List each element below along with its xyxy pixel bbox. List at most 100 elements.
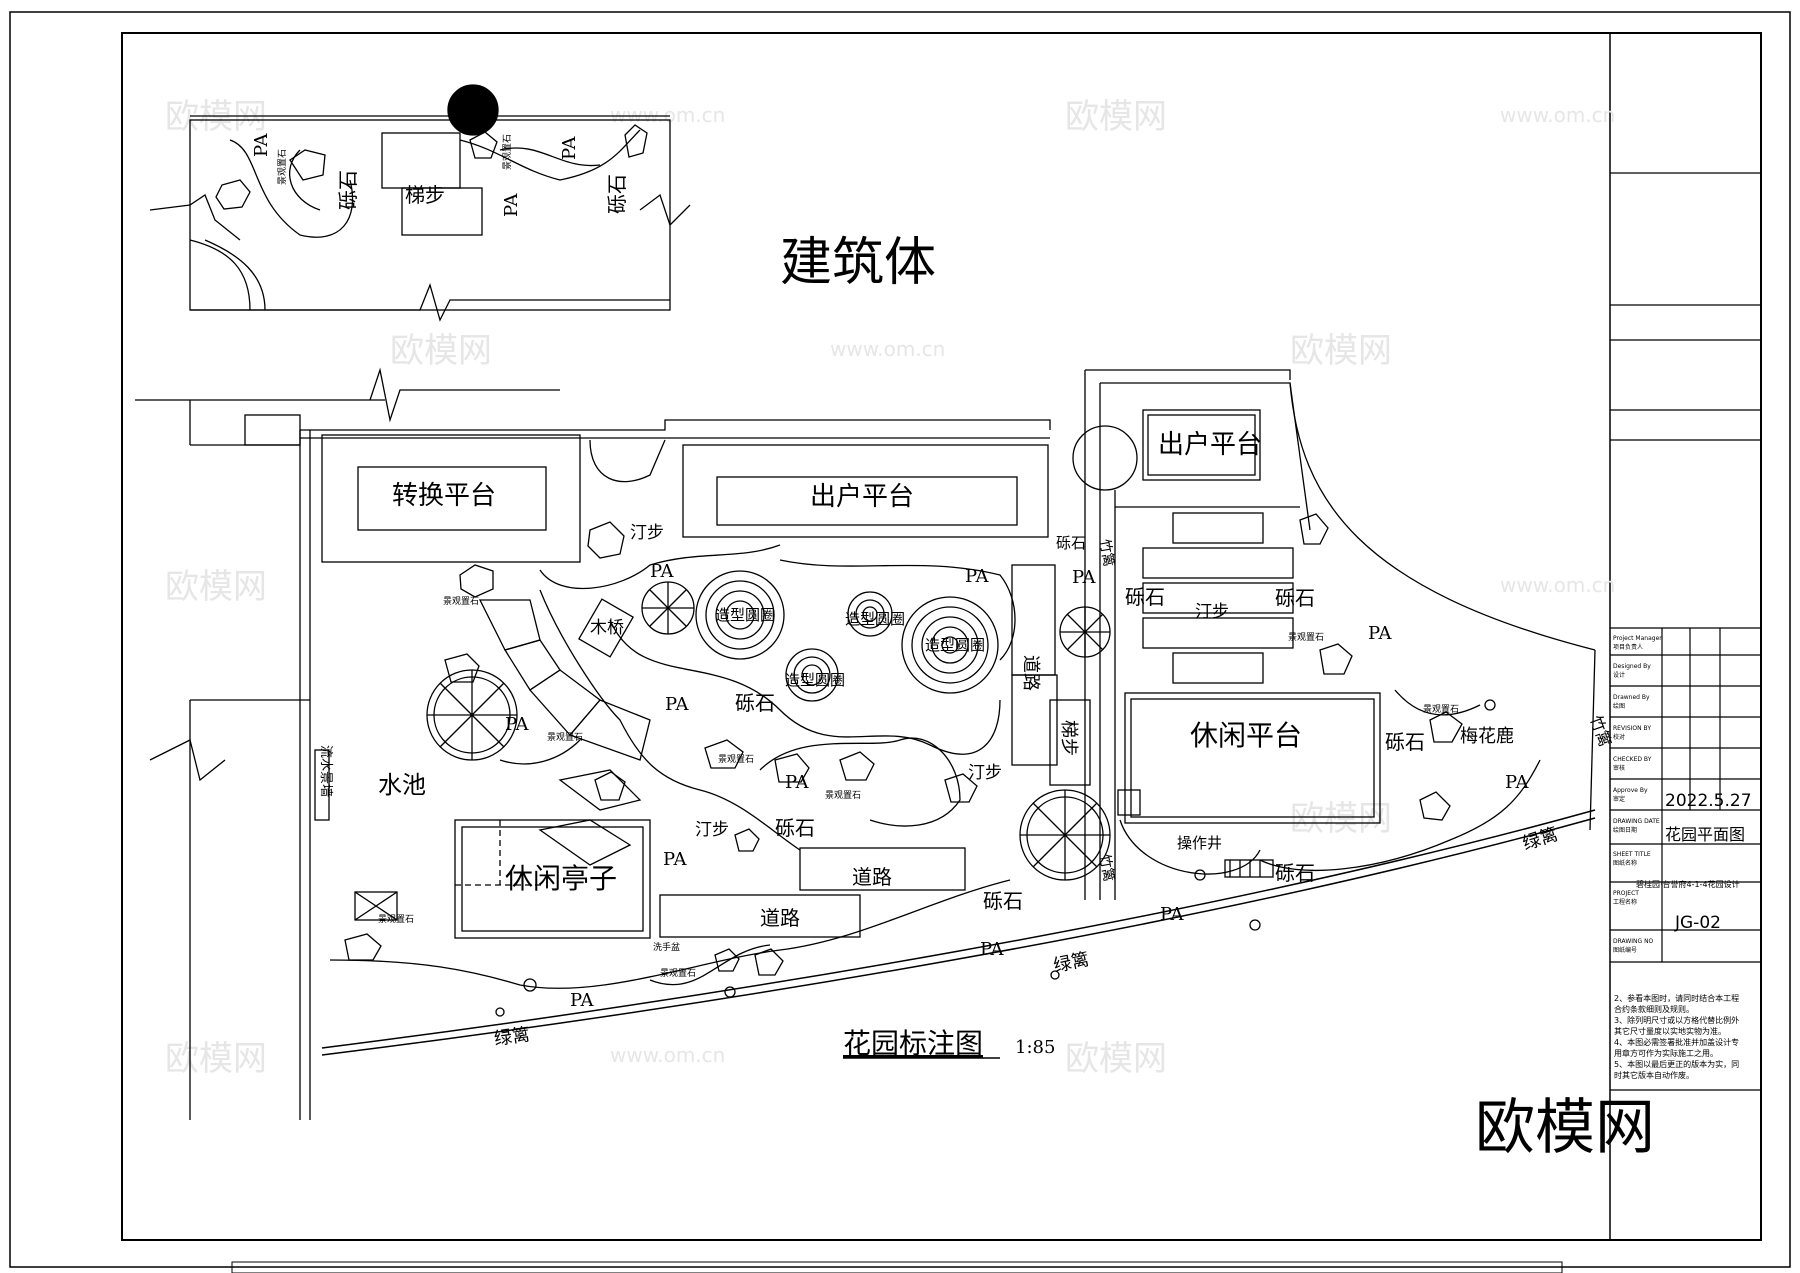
watermark-brand-7: 欧模网 [165,1039,267,1079]
watermark-brand-6: 欧模网 [1290,799,1392,839]
label-gravel-upper-1: 砾石 [336,170,360,210]
watermark-brand-4: 欧模网 [1290,331,1392,371]
tb-approved-cn: 审定 [1613,795,1625,803]
label-pa-3: PA [1072,567,1096,588]
label-feature-rock-upper-1: 景观置石 [277,149,288,185]
tb-designed-en: Designed By [1613,663,1651,670]
tb-drawing-no-cn: 图纸编号 [1613,946,1637,954]
tb-sheet-title-en: SHEET TITLE [1613,851,1651,858]
label-gravel-2: 砾石 [775,816,815,840]
label-shaped-circle-2: 造型圆圈 [845,610,905,628]
label-gravel-1: 砾石 [735,691,775,715]
note-line-7: 5、本图以最后更正的版本为实，同 [1614,1059,1739,1069]
tb-drawing-no-value: JG-02 [1674,913,1721,933]
tb-revision-en: REVISION BY [1613,725,1651,732]
brand-logo: 欧模网 [1475,1093,1655,1163]
label-operation-well: 操作井 [1177,834,1222,852]
umbrella-tree-1 [426,669,518,761]
upper-garden-outline [189,119,671,311]
wood-bridge [578,598,634,658]
label-gravel-6: 砾石 [1385,730,1425,754]
label-bamboo-lower: 竹篱 [1096,853,1117,883]
tb-project-manager-cn: 项目负责人 [1613,643,1643,651]
road-block-1 [799,847,966,891]
label-shaped-circle-4: 造型圆圈 [925,636,985,654]
leisure-pavilion [454,819,651,939]
note-line-4: 其它尺寸量度以实地实物为准。 [1614,1026,1726,1036]
tb-date-en: DRAWING DATE [1613,818,1660,825]
tb-drawn-en: Drawned By [1613,694,1650,701]
watermark-brand-5: 欧模网 [165,567,267,607]
label-pa-10: PA [570,990,594,1011]
label-road-2: 道路 [760,906,800,930]
label-gravel-8: 砾石 [1056,534,1086,552]
water-wall [314,749,330,821]
label-feature-rock-6: 景观置石 [660,968,696,979]
label-hedge-1: 绿篱 [493,1024,532,1050]
label-feature-rock-5: 景观置石 [378,914,414,925]
umbrella-tree-4 [1019,789,1111,881]
label-wash-basin: 洗手盆 [653,941,680,953]
label-stairs-main: 梯步 [1058,720,1079,756]
label-road-1: 道路 [852,865,892,889]
label-pa-9: PA [1160,904,1184,925]
shaped-circle-4 [901,596,999,694]
label-feature-rock-upper-2: 景观置石 [502,134,513,170]
label-transfer-platform: 转换平台 [392,481,496,511]
label-feature-rock-4: 景观置石 [825,790,861,801]
umbrella-tree-3 [1059,606,1111,658]
shaped-circle-3 [785,648,839,702]
exit-platform-main [682,444,1049,538]
label-pa-4: PA [665,694,689,715]
note-line-2: 合约条款细则及规则。 [1614,1004,1694,1014]
umbrella-tree-2 [641,581,695,635]
label-pa-6: PA [785,772,809,793]
leisure-platform [1124,692,1381,824]
building-label: 建筑体 [780,233,936,293]
tree-marker [447,84,499,136]
label-stairs-upper: 梯步 [405,183,445,207]
main-garden-plan [135,367,1596,1120]
label-road-vertical: 道路 [1020,655,1041,691]
tb-checked-en: CHECKED BY [1613,756,1652,763]
watermark-domain-5: www.om.cn [610,1043,725,1067]
label-shaped-circle-1: 造型圆圈 [715,606,775,624]
plan-title: 花园标注图 [843,1027,983,1060]
label-water-wall: 流水景墙 [318,745,333,797]
label-pa-12: PA [1505,772,1529,793]
tb-project-manager-en: Project Manager [1613,635,1662,642]
road-block-2 [659,894,861,938]
tb-drawn-cn: 绘图 [1613,702,1625,710]
label-feature-rock-3: 景观置石 [718,754,754,765]
note-line-3: 3、除列明尺寸或以方格代替比例外 [1614,1015,1739,1025]
label-pa-8: PA [980,939,1004,960]
label-hedge-2: 绿篱 [1052,949,1092,977]
label-pa-2: PA [965,566,989,587]
label-feature-rock-1: 景观置石 [443,596,479,607]
title-block-text: Project Manager 项目负责人 Designed By 设计 Dra… [1613,635,1752,1080]
upper-garden-labels: PA 砾石 梯步 PA PA 砾石 景观置石 景观置石 [251,133,629,217]
tb-date-cn: 绘图日期 [1613,826,1637,834]
note-line-5: 4、本图必需签署批准并加盖设计专 [1614,1037,1739,1047]
note-line-8: 时其它版本自动作废。 [1614,1070,1694,1080]
label-pa-7: PA [663,849,687,870]
label-deer: 梅花鹿 [1460,726,1514,747]
upper-stairs [381,132,461,189]
label-pa-1: PA [650,561,674,582]
label-wood-bridge: 木桥 [590,618,624,638]
main-garden-labels: 转换平台 出户平台 出户平台 休闲平台 休闲亭子 水池 道路 道路 道路 梯步 … [318,430,1615,1050]
label-feature-rock-2: 景观置石 [547,732,583,743]
label-gravel-4: 砾石 [1125,585,1165,609]
label-gravel-3: 砾石 [983,889,1023,913]
watermark-domain-3: www.om.cn [830,337,945,361]
note-line-6: 用章方可作为实际施工之用。 [1614,1048,1718,1058]
watermark-domain-4: www.om.cn [1500,573,1615,597]
tb-project-value: 碧桂园·台誉府4-1-4花园设计 [1636,879,1740,889]
tb-drawing-no-en: DRAWING NO [1613,938,1654,945]
label-pa-11: PA [1368,623,1392,644]
label-feature-rock-8: 景观置石 [1423,704,1459,715]
label-stepping-2: 汀步 [1195,602,1229,622]
label-shaped-circle-3: 造型圆圈 [785,671,845,689]
shaped-circle-2 [847,591,893,637]
tb-revision-cn: 校对 [1613,733,1625,741]
